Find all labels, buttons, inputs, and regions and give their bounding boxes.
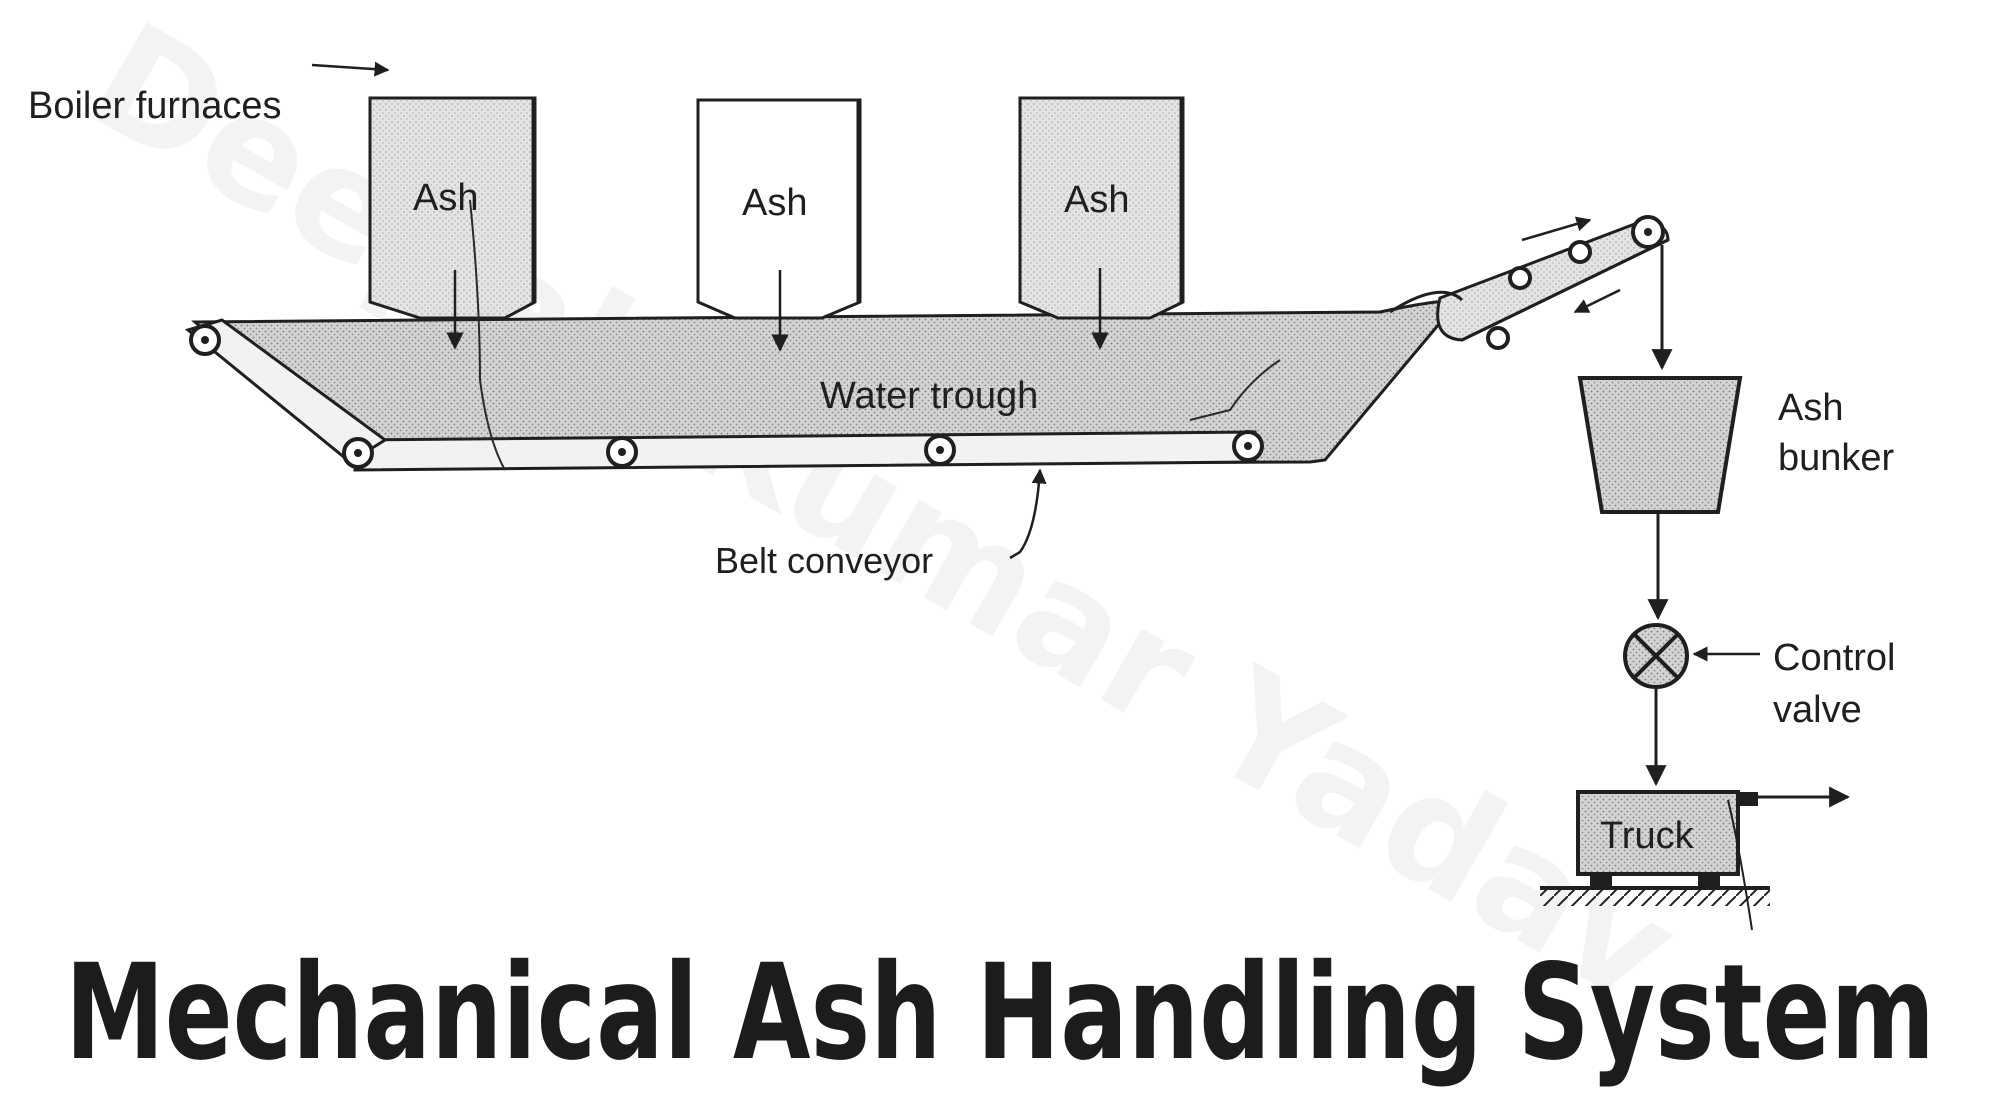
boiler-furnace-2 (696, 98, 862, 320)
conveyor-up-arrow (1521, 216, 1592, 242)
watermark: Deepak Kumar Yadav (62, 0, 1704, 1039)
label-ash-bunker-2: bunker (1778, 437, 1895, 479)
label-truck: Truck (1600, 815, 1695, 857)
label-control-valve-1: Control (1773, 637, 1896, 679)
page-title: Mechanical Ash Handling System (65, 936, 1935, 1090)
ash-bunker (1577, 376, 1743, 514)
control-valve-icon (1623, 623, 1689, 689)
roller (1568, 240, 1592, 264)
label-water-trough: Water trough (820, 375, 1038, 417)
conveyor-down-arrow (1573, 288, 1621, 314)
ground (1540, 886, 1770, 906)
roller (1486, 326, 1510, 350)
roller (1508, 266, 1532, 290)
belt-conveyor-leader (1009, 468, 1047, 560)
label-ash-1: Ash (413, 177, 478, 219)
belt-conveyor-lower (353, 430, 1257, 472)
truck (1576, 790, 1758, 886)
label-ash-2: Ash (742, 182, 807, 224)
boiler-furnace-1 (368, 96, 537, 320)
boiler-furnaces-arrow (311, 61, 390, 77)
boiler-furnace-3 (1018, 96, 1185, 320)
label-control-valve-2: valve (1773, 689, 1862, 731)
label-boiler-furnaces: Boiler furnaces (28, 85, 281, 127)
label-belt-conveyor: Belt conveyor (715, 540, 933, 581)
label-ash-3: Ash (1064, 179, 1129, 221)
belt-conveyor-left (184, 318, 388, 464)
label-ash-bunker-1: Ash (1778, 387, 1843, 429)
